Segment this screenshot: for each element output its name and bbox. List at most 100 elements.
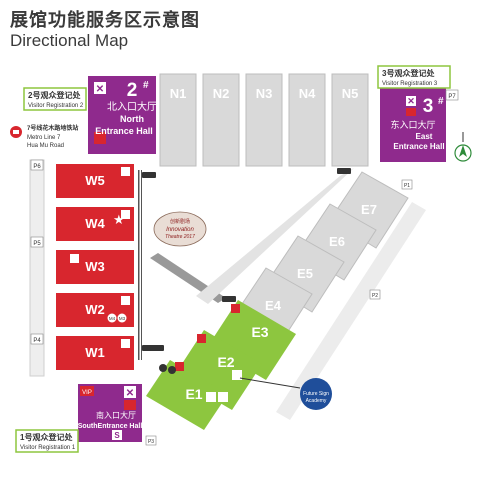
east-entrance-cn: 东入口大厅 — [390, 119, 435, 130]
parking-strip-west: P6 P5 P4 — [29, 159, 45, 377]
visitor-registration-3[interactable]: 3号观众登记处 Visitor Registration 3 — [377, 65, 451, 89]
info-icon — [406, 108, 416, 116]
parking-p3-icon — [145, 435, 157, 446]
svg-text:P1: P1 — [404, 183, 410, 189]
east-entrance-num: 3 — [423, 96, 434, 117]
green-halls: E3 E2 E1 — [146, 296, 296, 430]
north-entrance-en2: Entrance Hall — [95, 126, 153, 136]
metro-line2: Metro Line 7 — [27, 135, 61, 141]
svg-text:M3: M3 — [119, 316, 126, 321]
north-entrance-sup: # — [143, 80, 149, 91]
registration-2-cn: 2号观众登记处 — [28, 90, 81, 100]
m3-badge — [117, 313, 127, 323]
visitor-registration-2[interactable]: 2号观众登记处 Visitor Registration 2 — [23, 87, 87, 111]
restroom-icon — [231, 304, 240, 313]
info-icon — [94, 132, 106, 144]
food-icon — [70, 254, 79, 263]
innovation-en2: Theatre 2017 — [165, 234, 195, 240]
entrance-marker-icon — [159, 364, 167, 372]
parking-p1-icon — [401, 179, 413, 190]
metro-line1: 7号线花木路地铁站 — [27, 124, 78, 132]
svg-text:M4: M4 — [109, 316, 116, 321]
parking-p4-icon — [30, 333, 44, 345]
hall-w3[interactable] — [56, 250, 134, 284]
m4-badge — [107, 313, 117, 323]
star-icon: ★ — [113, 212, 125, 227]
registration-1-en: Visitor Registration 1 — [20, 445, 76, 451]
parking-p5-icon — [30, 236, 44, 248]
hall-n5-label: N5 — [342, 86, 359, 101]
registration-3-en: Visitor Registration 3 — [382, 81, 438, 87]
north-halls: N1 N2 N3 N4 N5 — [159, 73, 369, 167]
visitor-registration-1[interactable]: 1号观众登记处 Visitor Registration 1 — [15, 429, 79, 453]
north-compass-icon — [454, 132, 472, 162]
south-entrance-cn: 南入口大厅 — [96, 410, 136, 420]
vip-label: VIP — [82, 390, 92, 396]
north-entrance-cn: 北入口大厅 — [107, 100, 157, 113]
page-title-en: Directional Map — [10, 31, 129, 50]
registration-2-en: Visitor Registration 2 — [28, 103, 84, 109]
north-entrance-hall[interactable]: ✕ 2 # 北入口大厅 North Entrance Hall — [88, 76, 157, 154]
svg-text:✕: ✕ — [126, 388, 134, 399]
hall-e1-label: E1 — [185, 386, 202, 402]
east-entrance-hall[interactable]: ✕ 3 # 东入口大厅 East Entrance Hall — [380, 84, 446, 162]
parking-p2-icon — [369, 289, 381, 300]
hall-n5[interactable] — [331, 73, 369, 167]
svg-text:P4: P4 — [33, 338, 41, 344]
hall-n4[interactable] — [288, 73, 326, 167]
svg-text:P6: P6 — [33, 164, 41, 170]
future-sign-academy[interactable]: Future Sign Academy — [239, 377, 332, 410]
east-halls: E7 E6 E5 E4 P1 P2 — [196, 168, 426, 420]
hall-e3[interactable] — [208, 300, 296, 380]
svg-text:P2: P2 — [372, 293, 378, 299]
hall-e6-label: E6 — [329, 234, 345, 249]
east-entrance-en1: East — [416, 132, 433, 141]
hall-e7-label: E7 — [361, 202, 377, 217]
svg-text:P3: P3 — [148, 439, 154, 445]
restroom-icon — [121, 210, 130, 219]
metro-station[interactable]: 7号线花木路地铁站 Metro Line 7 Hua Mu Road — [10, 124, 78, 149]
hall-e2-label: E2 — [217, 354, 234, 370]
hall-w4-label: W4 — [85, 216, 105, 231]
restroom-icon — [121, 339, 130, 348]
hall-n1[interactable] — [159, 73, 197, 167]
vip-badge — [80, 386, 94, 396]
hall-e2-marker-icon — [232, 370, 242, 380]
future-sign-en2: Academy — [306, 398, 327, 404]
hall-n3[interactable] — [245, 73, 283, 167]
hall-w2-label: W2 — [85, 302, 105, 317]
svg-text:P5: P5 — [33, 241, 41, 247]
service-icon — [218, 392, 228, 402]
hall-w5-label: W5 — [85, 173, 105, 188]
hall-n4-label: N4 — [299, 86, 316, 101]
bus-icon — [142, 172, 156, 178]
restroom-icon — [121, 296, 130, 305]
innovation-theatre[interactable]: 创新剧场 Innovation Theatre 2017 — [153, 211, 207, 247]
entrance-marker-icon — [168, 366, 176, 374]
south-entrance-en: SouthEntrance Hall — [78, 423, 143, 430]
restroom-icon — [124, 386, 136, 398]
svg-text:✕: ✕ — [407, 96, 415, 106]
innovation-en1: Innovation — [166, 227, 194, 233]
hall-e1[interactable] — [146, 360, 228, 430]
future-sign-en1: Future Sign — [303, 391, 329, 397]
south-entrance-hall[interactable]: VIP ✕ 南入口大厅 SouthEntrance Hall S — [78, 384, 143, 442]
hall-n3-label: N3 — [256, 86, 273, 101]
info-icon — [124, 400, 136, 410]
hall-e2[interactable] — [174, 330, 262, 410]
east-entrance-sup: # — [438, 96, 444, 107]
railway — [137, 170, 226, 360]
registration-1-cn: 1号观众登记处 — [20, 432, 73, 442]
north-entrance-en1: North — [120, 114, 144, 124]
hall-n2[interactable] — [202, 73, 240, 167]
parking-p7-icon — [445, 89, 459, 101]
svg-text:✕: ✕ — [96, 84, 104, 95]
page-title-cn: 展馆功能服务区示意图 — [10, 10, 200, 30]
hall-e3-label: E3 — [251, 324, 268, 340]
restroom-icon — [94, 82, 106, 94]
svg-text:P7: P7 — [448, 94, 456, 100]
east-entrance-en2: Entrance Hall — [393, 142, 444, 151]
shuttle-s-label: S — [114, 431, 120, 440]
hall-n2-label: N2 — [213, 86, 230, 101]
